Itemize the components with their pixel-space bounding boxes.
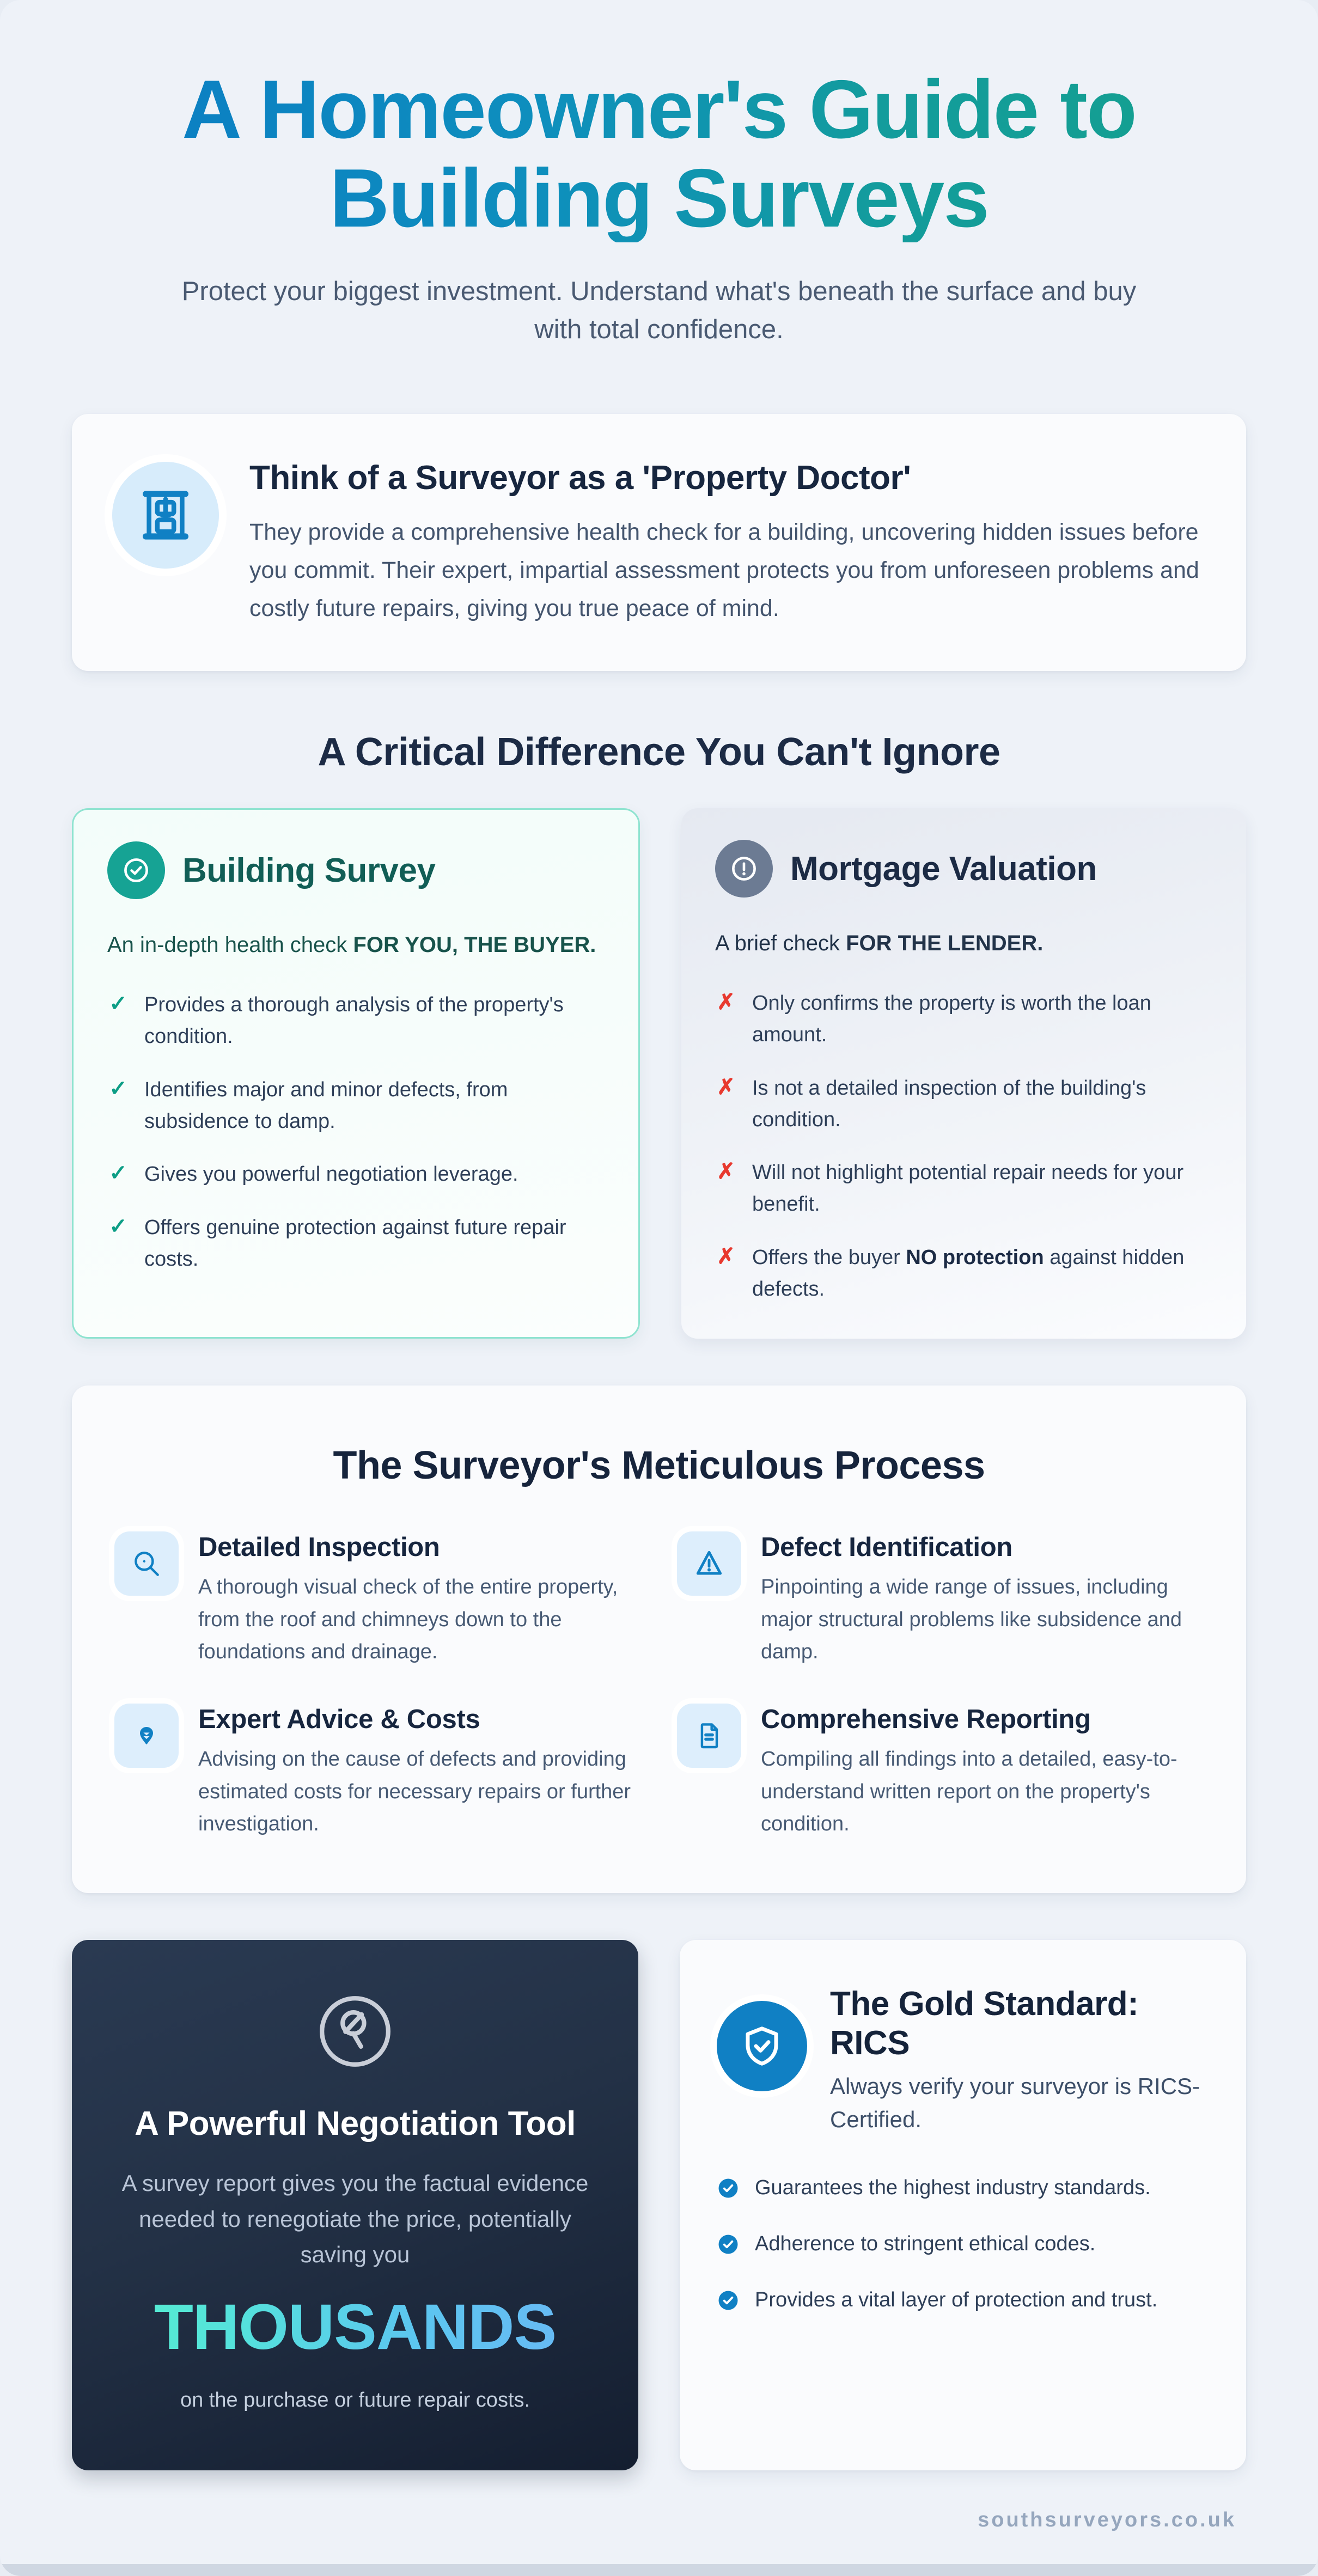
- list-item: ✗ Only confirms the property is worth the…: [715, 988, 1212, 1051]
- text-bold: NO protection: [906, 1246, 1044, 1269]
- list-item: Provides a vital layer of protection and…: [717, 2284, 1207, 2316]
- list-item: ✓ Identifies major and minor defects, fro…: [107, 1075, 605, 1138]
- process-item-heading: Comprehensive Reporting: [761, 1705, 1091, 1735]
- comparison-section: Building Survey An in-depth health check…: [72, 808, 1246, 1339]
- list-item-text: Provides a vital layer of protection and…: [755, 2288, 1158, 2312]
- hero-section: A Homeowner's Guide to Building Surveys …: [0, 0, 1318, 370]
- check-icon: ✓: [109, 1214, 127, 1239]
- text-pre: Will not highlight potential repair need…: [752, 1161, 1184, 1216]
- rics-header: The Gold Standard: RICS Always verify yo…: [717, 1985, 1207, 2136]
- list-item-text: Offers genuine protection against future…: [144, 1216, 566, 1271]
- list-item: Adherence to stringent ethical codes.: [717, 2228, 1207, 2260]
- lead-bold: FOR THE LENDER.: [846, 931, 1044, 956]
- lead-bold: FOR YOU, THE BUYER.: [353, 933, 596, 957]
- rics-subtitle: Always verify your surveyor is RICS-Cert…: [830, 2073, 1200, 2133]
- process-item-text: Pinpointing a wide range of issues, incl…: [761, 1576, 1182, 1664]
- text-pre: Only confirms the property is worth the …: [752, 992, 1151, 1047]
- process-item-detailed-inspection: Detailed Inspection A thorough visual ch…: [114, 1531, 641, 1669]
- rics-title: The Gold Standard: RICS: [830, 1985, 1139, 2062]
- bottom-section: A Powerful Negotiation Tool A survey rep…: [72, 1939, 1246, 2470]
- process-item-defect-identification: Defect Identification Pinpointing a wide…: [677, 1531, 1204, 1669]
- building-survey-card: Building Survey An in-depth health check…: [72, 808, 640, 1339]
- list-item: ✗ Will not highlight potential repair nee…: [715, 1157, 1212, 1220]
- list-item: ✗ Offers the buyer NO protection against …: [715, 1242, 1212, 1305]
- list-item: ✓ Provides a thorough analysis of the pro…: [107, 990, 605, 1053]
- text-post: against hidden defects.: [752, 1246, 1185, 1301]
- text-pre: Is not a detailed inspection of the buil…: [752, 1076, 1146, 1131]
- mortgage-valuation-card: Mortgage Valuation A brief check FOR THE…: [681, 808, 1246, 1339]
- list-item-text: Identifies major and minor defects, from…: [144, 1078, 508, 1133]
- process-section: The Surveyor's Meticulous Process Detail…: [72, 1385, 1246, 1893]
- list-item-text: Gives you powerful negotiation leverage.: [144, 1163, 518, 1186]
- rics-card: The Gold Standard: RICS Always verify yo…: [680, 1939, 1246, 2470]
- negotiation-highlight: THOUSANDS: [110, 2292, 600, 2363]
- process-item-text: A thorough visual check of the entire pr…: [198, 1576, 618, 1664]
- intro-title: Think of a Surveyor as a 'Property Docto…: [249, 459, 911, 497]
- building-survey-title: Building Survey: [182, 851, 436, 889]
- check-icon: ✓: [109, 1076, 127, 1101]
- process-item-heading: Expert Advice & Costs: [198, 1705, 480, 1735]
- building-survey-lead: An in-depth health check FOR YOU, THE BU…: [107, 927, 605, 962]
- document-icon: [677, 1704, 741, 1768]
- pound-circle-icon: [314, 1990, 396, 2073]
- building-survey-header: Building Survey: [107, 841, 605, 900]
- building-survey-list: ✓ Provides a thorough analysis of the pro…: [107, 990, 605, 1275]
- text-pre: Offers the buyer: [752, 1246, 906, 1269]
- negotiation-title: A Powerful Negotiation Tool: [135, 2104, 576, 2142]
- process-item-heading: Detailed Inspection: [198, 1533, 440, 1562]
- mortgage-valuation-list: ✗ Only confirms the property is worth the…: [715, 988, 1212, 1305]
- check-circle-icon: [107, 841, 165, 900]
- list-item-text: Provides a thorough analysis of the prop…: [144, 993, 564, 1048]
- check-icon: ✓: [109, 992, 127, 1016]
- cross-icon: ✗: [717, 1075, 735, 1099]
- rics-list: Guarantees the highest industry standard…: [717, 2172, 1207, 2316]
- bottom-strip: [0, 2564, 1318, 2576]
- footer-site: southsurveyors.co.uk: [978, 2508, 1236, 2531]
- process-item-text: Compiling all findings into a detailed, …: [761, 1747, 1177, 1836]
- lead-plain: A brief check: [715, 931, 846, 956]
- list-item-text: Will not highlight potential repair need…: [752, 1157, 1212, 1220]
- page-subtitle: Protect your biggest investment. Underst…: [181, 277, 1137, 344]
- process-item-heading: Defect Identification: [761, 1533, 1012, 1562]
- page-title: A Homeowner's Guide to Building Surveys: [98, 65, 1220, 242]
- process-item-text: Advising on the cause of defects and pro…: [198, 1747, 631, 1836]
- mortgage-valuation-lead: A brief check FOR THE LENDER.: [715, 926, 1212, 961]
- list-item: ✗ Is not a detailed inspection of the bui…: [715, 1073, 1212, 1136]
- lead-plain: An in-depth health check: [107, 933, 353, 957]
- list-item: ✓ Offers genuine protection against futur…: [107, 1212, 605, 1275]
- list-item-text: Guarantees the highest industry standard…: [755, 2176, 1151, 2200]
- compare-heading: A Critical Difference You Can't Ignore: [318, 730, 1000, 774]
- cross-icon: ✗: [717, 990, 735, 1015]
- negotiation-card: A Powerful Negotiation Tool A survey rep…: [72, 1939, 638, 2470]
- cross-icon: ✗: [717, 1159, 735, 1184]
- check-badge-icon: [717, 2289, 740, 2312]
- mortgage-valuation-title: Mortgage Valuation: [790, 850, 1097, 888]
- process-grid: Detailed Inspection A thorough visual ch…: [114, 1531, 1204, 1841]
- check-badge-icon: [717, 2177, 740, 2200]
- process-item-expert-advice: Expert Advice & Costs Advising on the ca…: [114, 1704, 641, 1841]
- cross-icon: ✗: [717, 1244, 735, 1268]
- magnifier-icon: [114, 1531, 179, 1596]
- check-icon: ✓: [109, 1161, 127, 1186]
- shield-check-icon: [717, 2000, 807, 2091]
- process-title: The Surveyor's Meticulous Process: [333, 1444, 985, 1488]
- exclamation-circle-icon: [715, 840, 773, 898]
- list-item: ✓ Gives you powerful negotiation leverage…: [107, 1159, 605, 1191]
- negotiation-text: A survey report gives you the factual ev…: [121, 2170, 589, 2268]
- shield-pin-icon: [114, 1704, 179, 1768]
- check-badge-icon: [717, 2233, 740, 2256]
- mortgage-valuation-header: Mortgage Valuation: [715, 840, 1212, 898]
- warning-triangle-icon: [677, 1531, 741, 1596]
- list-item-text: Only confirms the property is worth the …: [752, 988, 1212, 1051]
- negotiation-footer: on the purchase or future repair costs.: [180, 2388, 530, 2412]
- list-item-text: Offers the buyer NO protection against h…: [752, 1242, 1212, 1305]
- process-item-comprehensive-reporting: Comprehensive Reporting Compiling all fi…: [677, 1704, 1204, 1841]
- building-hospital-icon: [112, 462, 219, 569]
- list-item-text: Is not a detailed inspection of the buil…: [752, 1073, 1212, 1136]
- list-item-text: Adherence to stringent ethical codes.: [755, 2232, 1096, 2256]
- list-item: Guarantees the highest industry standard…: [717, 2172, 1207, 2204]
- intro-text: They provide a comprehensive health chec…: [249, 519, 1199, 621]
- property-doctor-card: Think of a Surveyor as a 'Property Docto…: [72, 414, 1246, 672]
